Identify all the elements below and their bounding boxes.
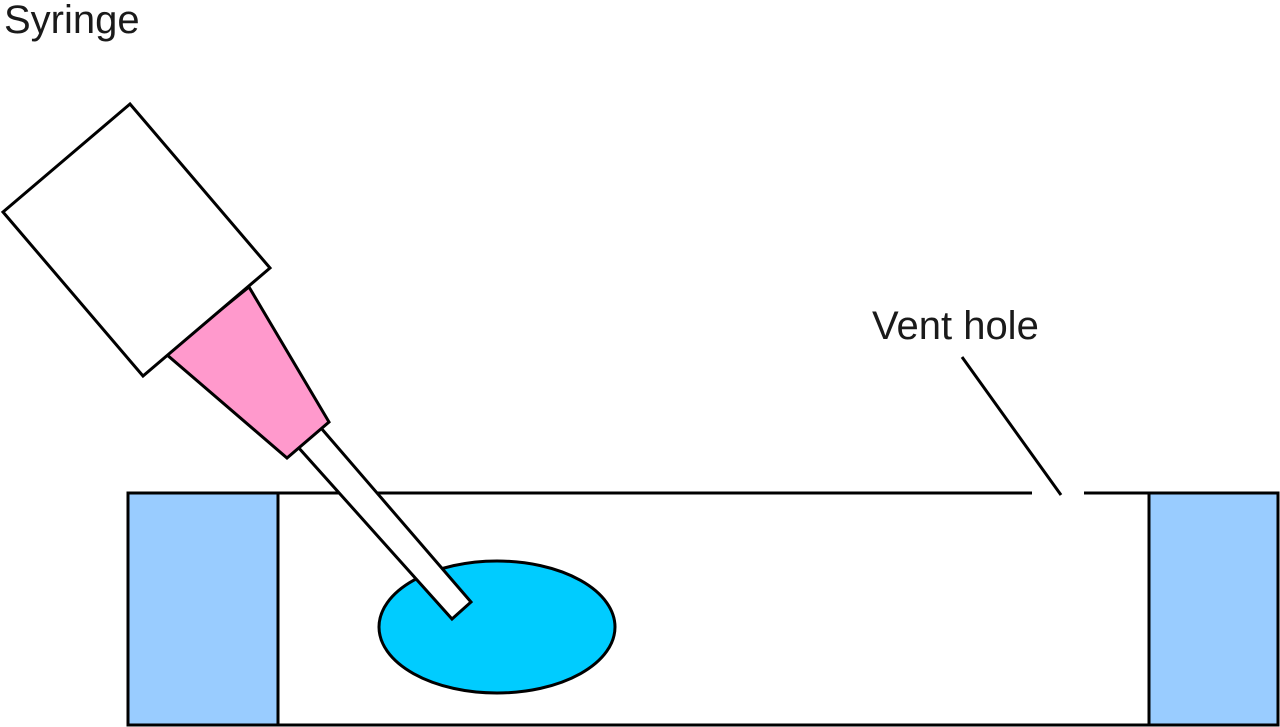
left-end-block (126, 491, 280, 727)
liquid-droplet (377, 559, 617, 695)
vent-hole-leader-line (960, 356, 1063, 496)
syringe-label: Syringe (4, 0, 140, 42)
syringe-needle (295, 425, 474, 622)
vent-hole-label: Vent hole (872, 304, 1039, 348)
right-end-block (1147, 491, 1280, 727)
syringe-body (0, 101, 273, 379)
